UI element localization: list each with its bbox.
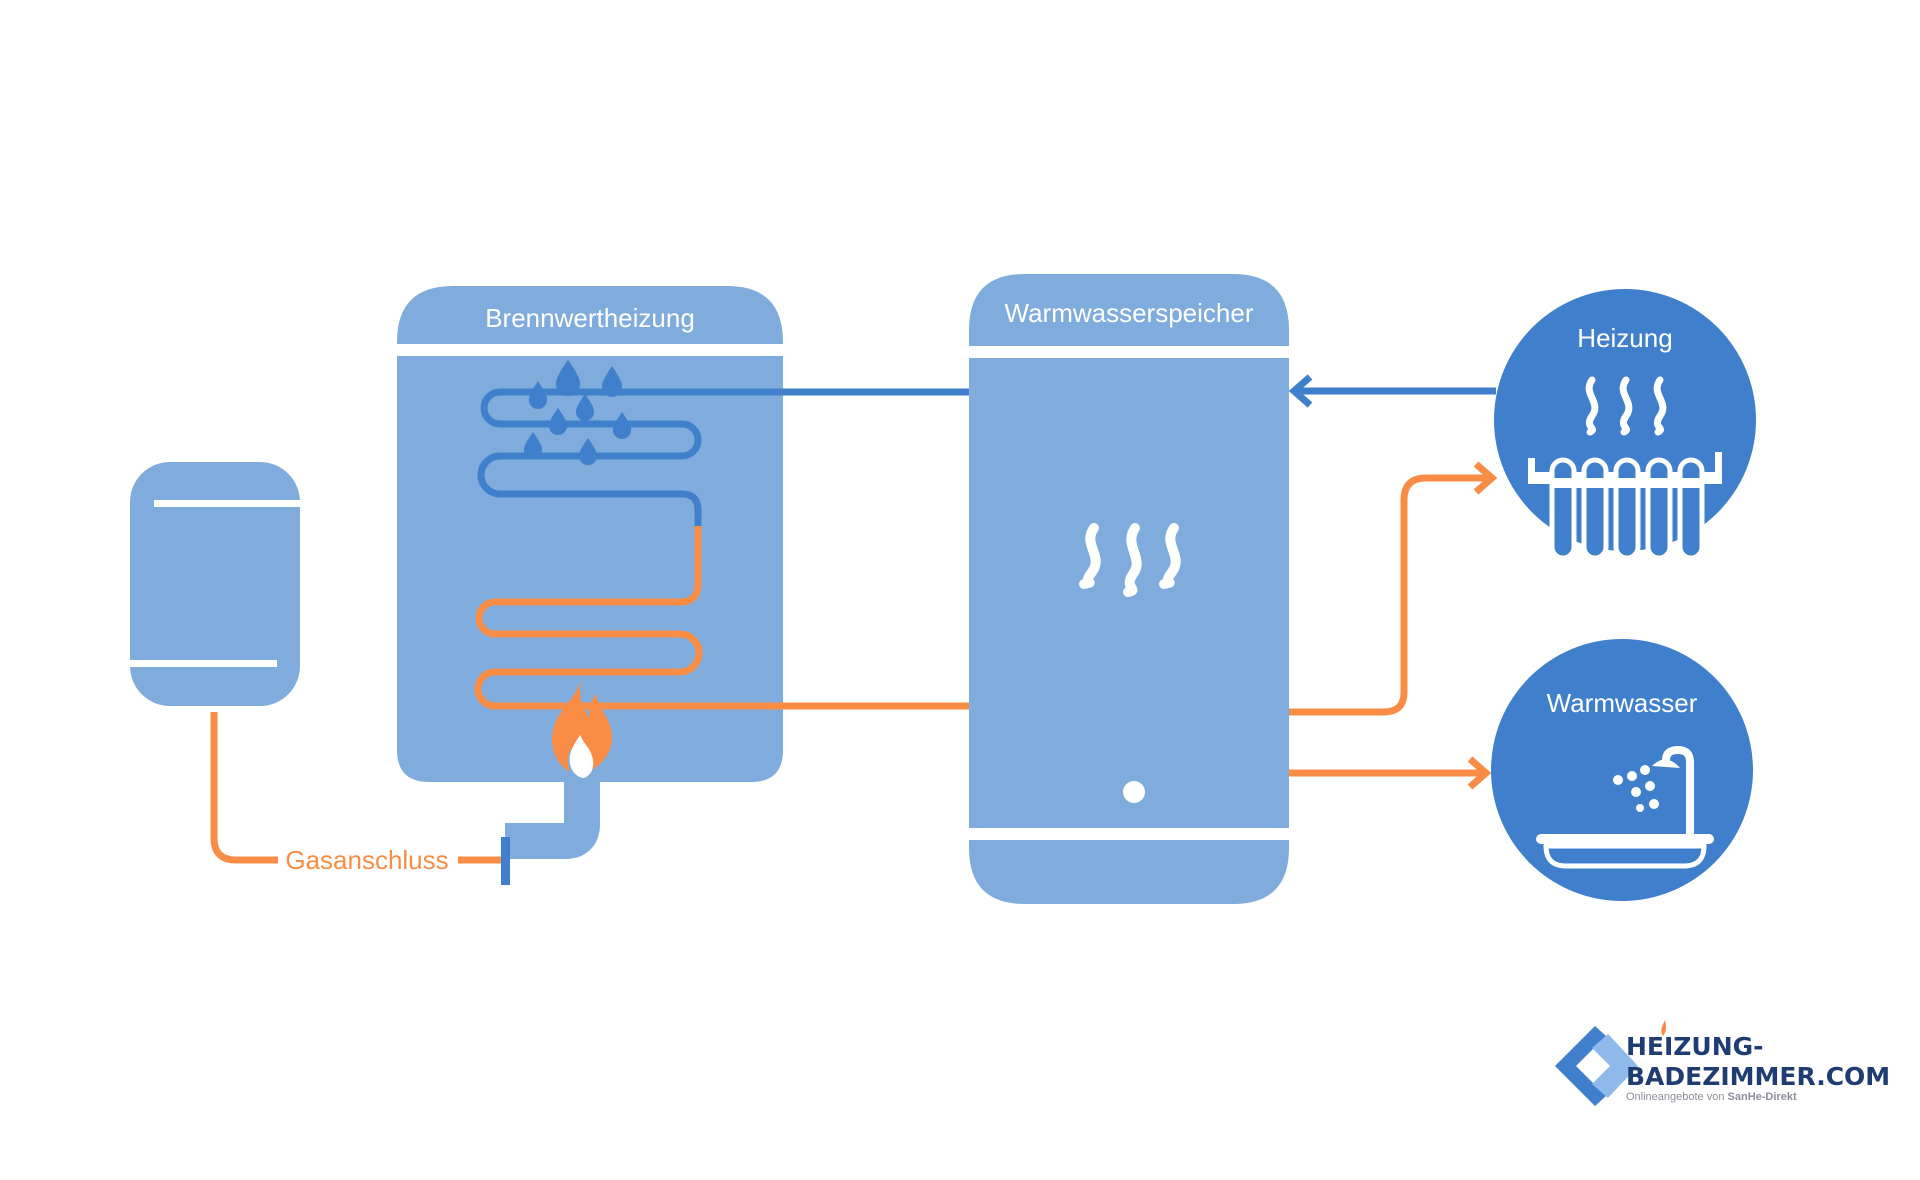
brand-logo-line1: HEIZUNG- bbox=[1626, 1032, 1764, 1061]
brand-logo-tagline: Onlineangebote von SanHe-Direkt bbox=[1626, 1091, 1797, 1103]
exchanger-coil-cold bbox=[477, 388, 970, 526]
flame-icon bbox=[551, 680, 612, 778]
gas-connection-label: Gasanschluss bbox=[285, 845, 448, 875]
water-drops-icon bbox=[523, 360, 632, 465]
brand-logo: HEIZUNG- BADEZIMMER.COM Onlineangebote v… bbox=[1555, 1020, 1890, 1106]
hot-water-label: Warmwasser bbox=[1547, 688, 1698, 718]
storage-label: Warmwasserspeicher bbox=[1005, 298, 1254, 328]
brand-logo-tagline-brand: SanHe-Direkt bbox=[1728, 1091, 1797, 1103]
heating-label: Heizung bbox=[1577, 323, 1672, 353]
supply-line-heating bbox=[1289, 461, 1498, 716]
boiler-label: Brennwertheizung bbox=[485, 303, 695, 333]
brand-logo-line2: BADEZIMMER.COM bbox=[1626, 1062, 1890, 1091]
hot-water-node: Warmwasser bbox=[1491, 639, 1753, 901]
gas-tank-stripe-top bbox=[154, 500, 300, 507]
gas-valve bbox=[501, 837, 510, 885]
gas-line bbox=[210, 712, 505, 864]
storage-header bbox=[969, 274, 1289, 346]
heating-node: Heizung bbox=[1494, 289, 1756, 561]
storage-footer bbox=[969, 840, 1289, 904]
brand-logo-mark bbox=[1555, 1020, 1667, 1106]
brand-logo-tagline-prefix: Onlineangebote von bbox=[1626, 1091, 1728, 1103]
bathtub-shower-icon bbox=[1536, 745, 1714, 869]
gas-tank bbox=[130, 462, 300, 706]
heat-waves-icon bbox=[1079, 523, 1181, 597]
gas-tank-body bbox=[130, 462, 300, 706]
boiler-header bbox=[397, 286, 783, 344]
exchanger-coil-hot bbox=[474, 526, 970, 710]
storage-indicator bbox=[1123, 781, 1145, 803]
return-line-heating bbox=[1288, 374, 1496, 408]
supply-line-hot-water bbox=[1289, 756, 1492, 790]
gas-tank-stripe-bottom bbox=[130, 660, 277, 667]
gas-pipe bbox=[501, 760, 600, 885]
radiator-icon bbox=[1528, 376, 1722, 561]
